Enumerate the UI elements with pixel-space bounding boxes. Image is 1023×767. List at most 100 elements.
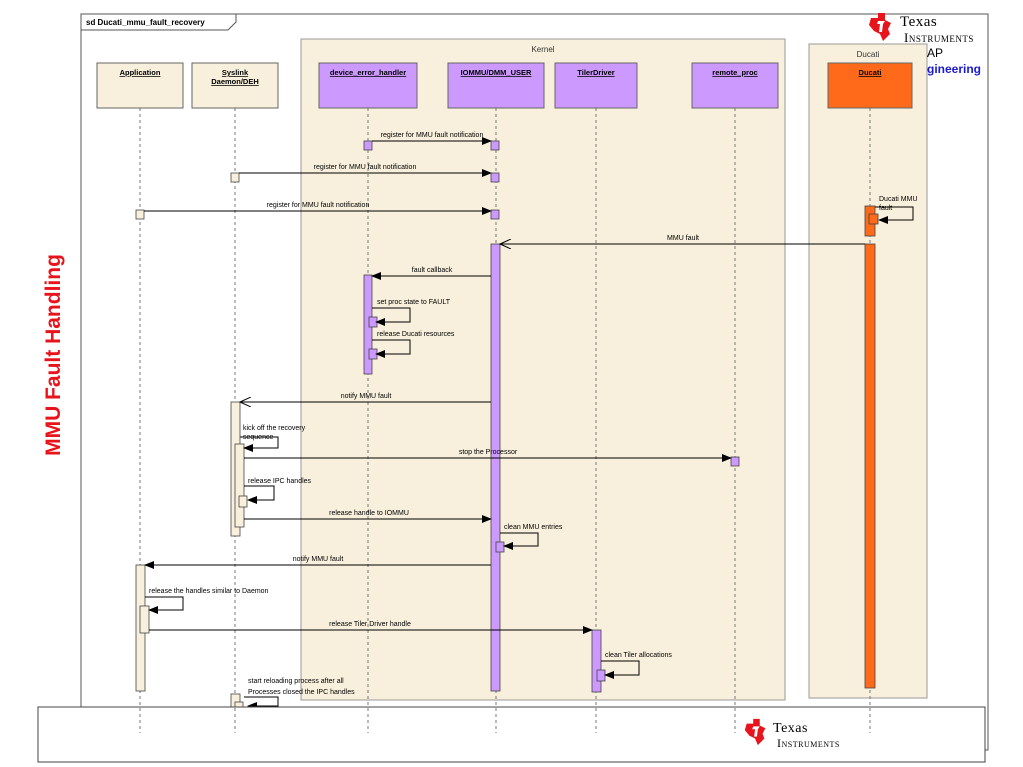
message: register for MMU fault notification bbox=[239, 164, 492, 177]
lifeline-daemon-head bbox=[191, 62, 279, 109]
self-message: release IPC handles bbox=[244, 478, 312, 504]
activation-bar bbox=[591, 629, 602, 693]
activation-bar bbox=[495, 541, 505, 553]
lifeline-iommu-head bbox=[447, 62, 545, 109]
lifeline-daemon-label-2: Daemon/DEH bbox=[211, 77, 259, 86]
self-message-label-1: Ducati MMU bbox=[879, 196, 918, 203]
message: release handle to IOMMU bbox=[244, 510, 492, 523]
kernel-group-box bbox=[300, 38, 786, 701]
message: release Tiler Driver handle bbox=[149, 621, 593, 634]
self-message-arrow bbox=[372, 307, 411, 326]
activation-bar bbox=[596, 669, 606, 682]
self-message-arrow bbox=[500, 532, 539, 550]
self-message: set proc state to FAULT bbox=[372, 299, 451, 326]
activation-bar bbox=[234, 443, 245, 528]
kernel-group-label: Kernel bbox=[531, 45, 554, 54]
activation-bar bbox=[868, 213, 879, 225]
self-message: release the handles similar to Daemon bbox=[145, 588, 269, 614]
activation-bar bbox=[230, 172, 240, 183]
ti-logo-top: Texas Instruments bbox=[866, 12, 1016, 52]
activation-bar bbox=[368, 348, 378, 360]
activation-bar bbox=[135, 209, 145, 220]
lifeline-rproc-head bbox=[691, 62, 779, 109]
self-message-label-1: start reloading process after all bbox=[248, 678, 344, 685]
self-message-arrow bbox=[372, 339, 411, 358]
lifeline-deh-head bbox=[318, 62, 418, 109]
self-message-arrow bbox=[244, 696, 279, 710]
lifeline-deh: device_error_handler bbox=[318, 62, 418, 733]
sd-frame-tab bbox=[80, 13, 237, 31]
lifeline-deh-label: device_error_handler bbox=[330, 68, 406, 77]
lifeline-rproc-label: remote_proc bbox=[712, 68, 757, 77]
self-message-label: release Ducati resources bbox=[377, 331, 455, 338]
activation-bar bbox=[490, 243, 501, 692]
activation-bar bbox=[363, 140, 373, 151]
ti-logo-bottom-line1: Texas bbox=[773, 721, 808, 736]
self-message-arrow bbox=[875, 206, 914, 224]
partial-text-engineering: gineering bbox=[927, 62, 982, 76]
self-message-label: release IPC handles bbox=[248, 478, 312, 485]
activation-bar bbox=[368, 316, 378, 328]
activation-bar bbox=[490, 209, 500, 220]
ti-state-icon bbox=[869, 13, 891, 41]
message-label: notify MMU fault bbox=[293, 556, 344, 563]
message: notify MMU fault bbox=[240, 393, 491, 402]
ti-logo-top-line2: Instruments bbox=[904, 30, 974, 45]
footer-band bbox=[37, 706, 986, 763]
message-label: release handle to IOMMU bbox=[329, 510, 409, 517]
partial-text-ap: AP bbox=[927, 46, 944, 60]
message: stop the Processor bbox=[244, 449, 732, 462]
self-message: kick off the recovery sequence bbox=[240, 425, 306, 452]
self-message: release Ducati resources bbox=[372, 331, 455, 358]
message: notify MMU fault bbox=[144, 556, 491, 569]
self-message-label: clean Tiler allocations bbox=[605, 652, 672, 659]
activation-bar bbox=[490, 140, 500, 151]
message-label: MMU fault bbox=[667, 235, 699, 242]
message-label: register for MMU fault notification bbox=[314, 164, 417, 171]
message: register for MMU fault notification bbox=[144, 202, 492, 215]
self-message-label-2: Processes closed the IPC handles bbox=[248, 689, 355, 696]
ducati-group-label: Ducati bbox=[857, 50, 880, 59]
sd-frame-label: sd Ducati_mmu_fault_recovery bbox=[86, 18, 205, 27]
message-label: release Tiler Driver handle bbox=[329, 621, 411, 628]
self-message-arrow bbox=[145, 596, 184, 614]
lifeline-tiler-label: TilerDriver bbox=[577, 68, 614, 77]
activation-bar bbox=[730, 456, 740, 467]
message: MMU fault bbox=[500, 235, 865, 244]
lifeline-iommu-label: IOMMU/DMM_USER bbox=[461, 68, 532, 77]
message: fault callback bbox=[371, 267, 491, 280]
self-message-arrow bbox=[240, 436, 279, 452]
message-label: register for MMU fault notification bbox=[381, 132, 484, 139]
lifeline-tiler: TilerDriver bbox=[554, 62, 638, 733]
lifeline-app-head bbox=[96, 62, 184, 109]
ti-logo-top-line1: Texas bbox=[900, 14, 938, 30]
self-message-label-2: sequence bbox=[243, 434, 273, 441]
activation-bar bbox=[490, 172, 500, 183]
self-message: start reloading process after allProcess… bbox=[244, 678, 355, 710]
message: register for MMU fault notification bbox=[372, 132, 492, 145]
self-message-label: clean MMU entries bbox=[504, 524, 563, 531]
activation-bar bbox=[864, 243, 876, 689]
ti-state-icon-bottom bbox=[744, 718, 766, 746]
lifeline-rproc: remote_proc bbox=[691, 62, 779, 733]
self-message-label: set proc state to FAULT bbox=[377, 299, 451, 306]
self-message: Ducati MMU fault bbox=[875, 196, 918, 224]
self-message-label-2: fault bbox=[879, 205, 892, 212]
message-label: notify MMU fault bbox=[341, 393, 392, 400]
self-message-arrow bbox=[601, 660, 640, 679]
lifeline-ducati-head bbox=[827, 62, 913, 109]
activation-bar bbox=[139, 605, 150, 634]
lifeline-tiler-head bbox=[554, 62, 638, 109]
lifeline-ducati-label: Ducati bbox=[859, 68, 882, 77]
message-label: register for MMU fault notification bbox=[267, 202, 370, 209]
self-message-arrow bbox=[244, 485, 275, 504]
self-message: clean Tiler allocations bbox=[601, 652, 672, 679]
lifeline-app-label: Application bbox=[120, 68, 161, 77]
ti-logo-bottom-line2: Instruments bbox=[777, 736, 840, 750]
self-message: clean MMU entries bbox=[500, 524, 563, 550]
activation-bar bbox=[238, 495, 248, 508]
ti-logo-bottom: Texas Instruments bbox=[742, 718, 882, 754]
self-message-label-1: kick off the recovery bbox=[243, 425, 306, 432]
self-message-label: release the handles similar to Daemon bbox=[149, 588, 269, 595]
